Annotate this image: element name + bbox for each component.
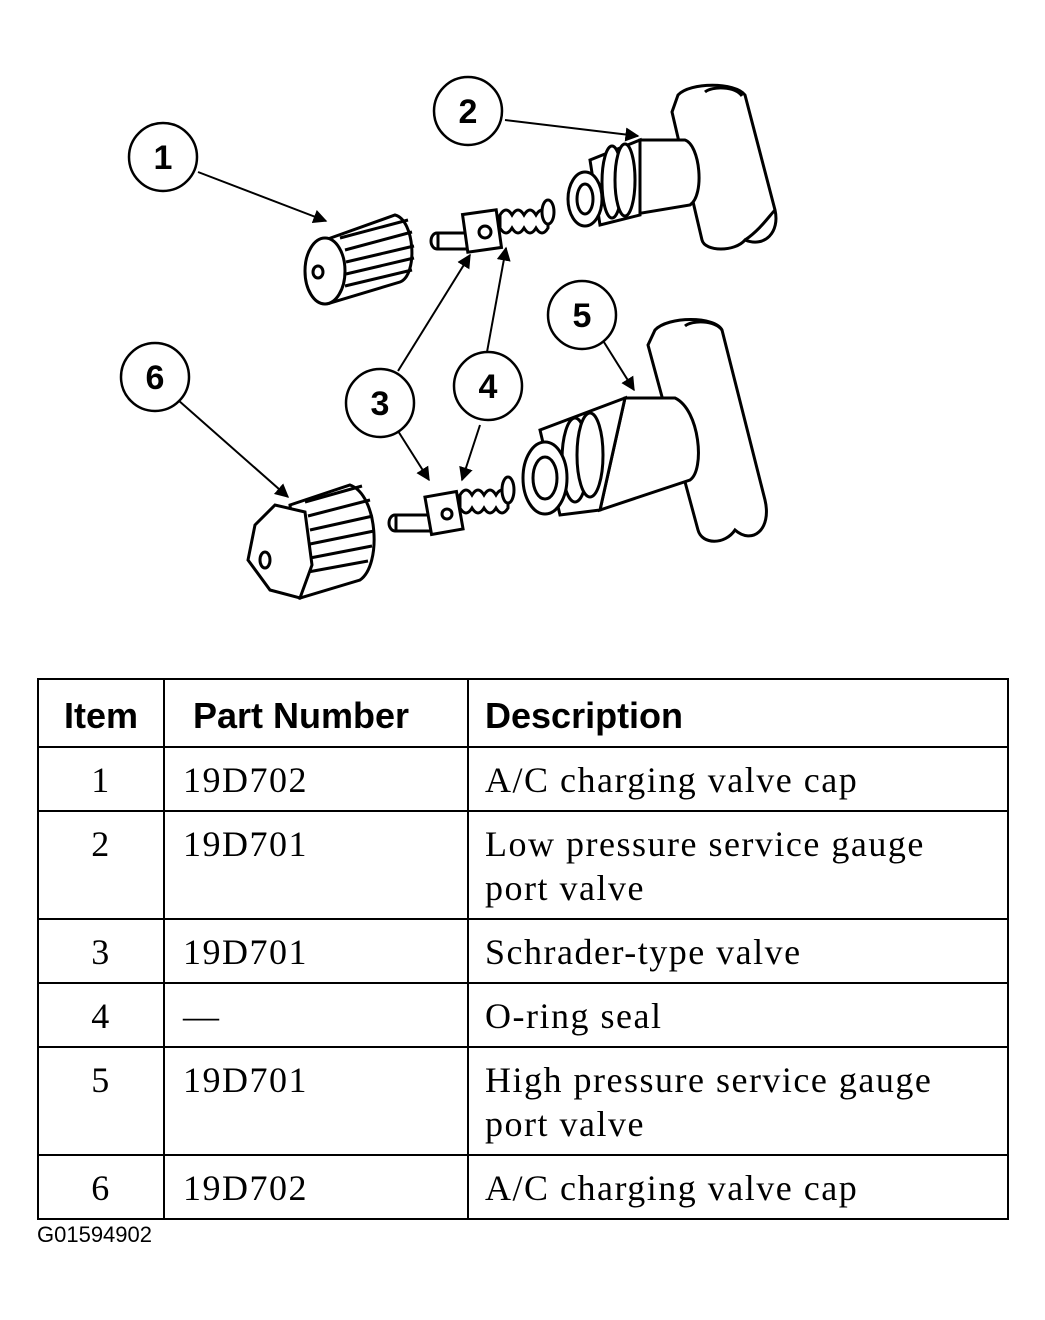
callout-2: 2 — [432, 75, 504, 147]
figure-id: G01594902 — [37, 1222, 152, 1247]
table-row: 4 — O-ring seal — [37, 982, 1009, 1048]
valve-exploded-diagram: 1 2 3 4 5 6 — [119, 75, 778, 600]
part-number-cell: 19D702 — [163, 746, 469, 812]
header-description: Description — [467, 678, 1009, 748]
callout-4: 4 — [452, 350, 524, 422]
low-pressure-port-valve — [566, 137, 701, 228]
table-header-row: Item Part Number Description — [37, 678, 1009, 748]
item-cell: 1 — [37, 746, 165, 812]
table-row: 6 19D702 A/C charging valve cap — [37, 1154, 1009, 1220]
description-cell: A/C charging valve cap — [467, 746, 1009, 812]
high-pressure-pipe — [646, 318, 768, 543]
item-cell: 6 — [37, 1154, 165, 1220]
parts-table: Item Part Number Description 1 19D702 A/… — [37, 678, 1009, 1220]
callout-2-label: 2 — [459, 93, 478, 131]
upper-schrader-valve — [429, 198, 556, 254]
lower-charging-valve-cap — [246, 483, 376, 600]
callout-1: 1 — [127, 121, 199, 193]
description-cell: A/C charging valve cap — [467, 1154, 1009, 1220]
table-row: 3 19D701 Schrader-type valve — [37, 918, 1009, 984]
part-number-cell: 19D701 — [163, 1046, 469, 1156]
callout-6-label: 6 — [146, 359, 165, 397]
table-row: 1 19D702 A/C charging valve cap — [37, 746, 1009, 812]
description-cell: Low pressure service gauge port valve — [467, 810, 1009, 920]
part-number-cell: 19D701 — [163, 810, 469, 920]
upper-charging-valve-cap — [303, 213, 415, 306]
item-cell: 2 — [37, 810, 165, 920]
table-row: 2 19D701 Low pressure service gauge port… — [37, 810, 1009, 920]
callout-1-label: 1 — [154, 139, 173, 177]
callout-3: 3 — [344, 367, 416, 439]
callout-5: 5 — [546, 279, 618, 351]
high-pressure-port-valve — [521, 395, 700, 517]
description-cell: Schrader-type valve — [467, 918, 1009, 984]
callout-6: 6 — [119, 341, 191, 413]
part-number-cell: 19D702 — [163, 1154, 469, 1220]
description-cell: High pressure service gauge port valve — [467, 1046, 1009, 1156]
item-cell: 4 — [37, 982, 165, 1048]
lower-schrader-valve — [387, 475, 516, 537]
item-cell: 5 — [37, 1046, 165, 1156]
callout-4-label: 4 — [479, 368, 498, 406]
item-cell: 3 — [37, 918, 165, 984]
table-row: 5 19D701 High pressure service gauge por… — [37, 1046, 1009, 1156]
description-cell: O-ring seal — [467, 982, 1009, 1048]
leader-arrows — [177, 119, 640, 498]
part-number-cell: 19D701 — [163, 918, 469, 984]
header-part-number: Part Number — [163, 678, 469, 748]
header-item: Item — [37, 678, 165, 748]
low-pressure-pipe — [670, 83, 778, 251]
part-number-cell: — — [163, 982, 469, 1048]
callout-3-label: 3 — [371, 385, 390, 423]
callout-5-label: 5 — [573, 297, 592, 335]
